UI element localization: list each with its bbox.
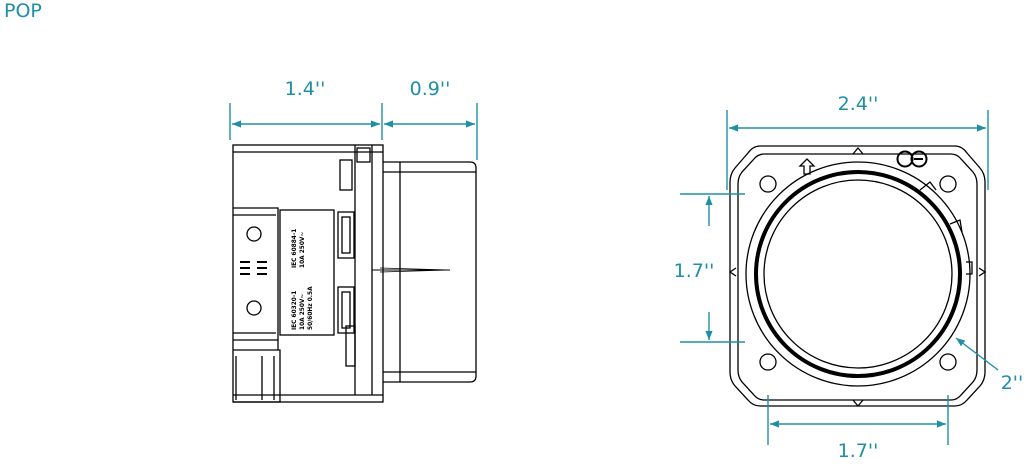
rating-text-line5: 10A 250V~ bbox=[298, 232, 306, 268]
bottom-width-label: 1.7'' bbox=[838, 440, 879, 462]
cable-clamp bbox=[233, 349, 281, 403]
rating-text-line1: IEC 60320-1 bbox=[290, 291, 298, 330]
side-dimensions bbox=[229, 103, 478, 160]
front-depth-label: 0.9'' bbox=[410, 78, 451, 100]
rating-text-line4: IEC 60884-1 bbox=[290, 229, 298, 268]
rating-label-panel bbox=[279, 209, 335, 336]
page-title: POP bbox=[4, 0, 42, 22]
mounting-hole-br bbox=[939, 353, 957, 371]
screw-hole-bottom bbox=[246, 300, 262, 316]
front-protrusion bbox=[383, 161, 477, 383]
screw-hole-top bbox=[246, 226, 262, 242]
socket-face bbox=[763, 179, 953, 369]
width-label: 2.4'' bbox=[838, 93, 879, 115]
mounting-hole-tr bbox=[939, 175, 957, 193]
front-dimensions bbox=[680, 110, 999, 445]
terminal-block bbox=[233, 207, 279, 341]
ce-logo-icon bbox=[896, 150, 928, 168]
rear-body bbox=[232, 144, 384, 403]
side-view bbox=[229, 103, 478, 403]
rating-text-line3: 50/60Hz 0.5A bbox=[306, 286, 314, 330]
depth-label: 1.4'' bbox=[285, 78, 326, 100]
mounting-hole-bl bbox=[759, 353, 777, 371]
terminal-slot-bottom bbox=[337, 286, 355, 334]
socket-ring bbox=[754, 170, 962, 378]
arrow-up-icon bbox=[798, 158, 816, 175]
rating-text-line2: 10A 250V~ bbox=[298, 294, 306, 330]
diameter-label: 2'' bbox=[1001, 372, 1024, 394]
height-label: 1.7'' bbox=[674, 260, 715, 282]
front-view bbox=[728, 145, 987, 408]
rating-text-2: IEC 60884-1 10A 250V~ bbox=[290, 229, 306, 268]
terminal-slot-top bbox=[337, 211, 355, 259]
outer-ring bbox=[745, 161, 971, 387]
diameter-leader bbox=[955, 337, 999, 371]
face-plate bbox=[729, 145, 986, 407]
rating-text: IEC 60320-1 10A 250V~ 50/60Hz 0.5A bbox=[290, 286, 314, 330]
mounting-hole-tl bbox=[759, 175, 777, 193]
dimension-labels: 1.4'' 0.9'' 2.4'' 1.7'' 2'' 1.7'' bbox=[285, 78, 1024, 462]
